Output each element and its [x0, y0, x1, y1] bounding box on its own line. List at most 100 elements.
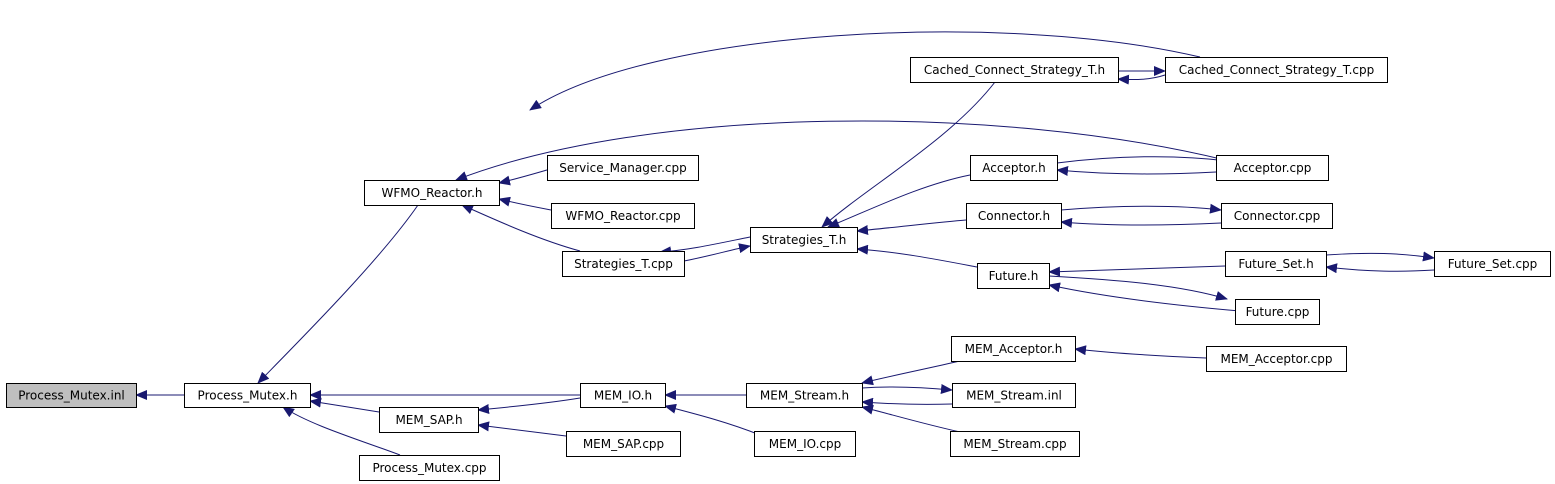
node-strategies-t-h[interactable]: Strategies_T.h — [750, 227, 858, 253]
node-cached-connect-strategy-t-h[interactable]: Cached_Connect_Strategy_T.h — [910, 57, 1119, 83]
edge-process-mutex-cpp-to-process-mutex-h — [282, 406, 401, 456]
node-label: Connector.cpp — [1234, 209, 1320, 223]
node-label: Future_Set.h — [1238, 257, 1313, 271]
node-box — [6, 383, 137, 408]
node-box — [562, 251, 685, 277]
node-connector-h[interactable]: Connector.h — [966, 203, 1062, 229]
node-wfmo-reactor-cpp[interactable]: WFMO_Reactor.cpp — [551, 203, 695, 229]
node-mem-acceptor-h[interactable]: MEM_Acceptor.h — [951, 336, 1076, 362]
node-box — [951, 336, 1076, 362]
edge-mem-acceptor-cpp-to-mem-acceptor-h — [1074, 345, 1207, 359]
node-mem-acceptor-cpp[interactable]: MEM_Acceptor.cpp — [1206, 346, 1347, 372]
edge-wfmo-reactor-h-to-process-mutex-h — [257, 204, 419, 384]
node-process-mutex-inl[interactable]: Process_Mutex.inl — [6, 383, 137, 408]
node-mem-stream-h[interactable]: MEM_Stream.h — [746, 383, 863, 408]
node-process-mutex-cpp[interactable]: Process_Mutex.cpp — [359, 455, 500, 481]
node-mem-stream-inl[interactable]: MEM_Stream.inl — [952, 383, 1076, 408]
node-label: MEM_SAP.cpp — [583, 437, 664, 451]
node-mem-sap-cpp[interactable]: MEM_SAP.cpp — [566, 431, 681, 457]
edges-layer — [135, 31, 1435, 456]
node-future-set-cpp[interactable]: Future_Set.cpp — [1434, 251, 1551, 277]
node-label: MEM_Stream.inl — [966, 389, 1062, 403]
node-label: Connector.h — [978, 209, 1050, 223]
node-label: Acceptor.h — [982, 161, 1046, 175]
node-box — [566, 431, 681, 457]
edge-connector-cpp-to-connector-h — [1060, 217, 1222, 228]
node-label: Future.cpp — [1246, 305, 1310, 319]
node-label: WFMO_Reactor.h — [382, 186, 483, 200]
node-label: MEM_Acceptor.cpp — [1220, 352, 1332, 366]
edge-mem-stream-cpp-to-mem-stream-h — [861, 404, 961, 433]
node-cached-connect-strategy-t-cpp[interactable]: Cached_Connect_Strategy_T.cpp — [1165, 57, 1388, 83]
edge-connector-h-to-connector-cpp — [1060, 203, 1222, 214]
edge-future-set-h-to-future-h — [1048, 265, 1226, 277]
node-box — [966, 203, 1062, 229]
node-future-cpp[interactable]: Future.cpp — [1235, 299, 1320, 325]
node-future-set-h[interactable]: Future_Set.h — [1225, 251, 1327, 277]
node-process-mutex-h[interactable]: Process_Mutex.h — [184, 383, 311, 408]
node-connector-cpp[interactable]: Connector.cpp — [1221, 203, 1333, 229]
edge-mem-acceptor-h-to-mem-stream-h — [861, 360, 961, 386]
edge-mem-stream-h-to-mem-stream-inl — [861, 383, 953, 394]
node-label: MEM_IO.h — [594, 389, 652, 403]
edge-future-set-cpp-to-future-set-h — [1325, 263, 1435, 274]
edge-mem-sap-cpp-to-mem-sap-h — [477, 421, 567, 437]
node-acceptor-h[interactable]: Acceptor.h — [970, 155, 1058, 181]
edge-mem-io-h-to-mem-sap-h — [477, 397, 581, 414]
node-label: MEM_Stream.h — [760, 389, 849, 403]
node-box — [1165, 57, 1388, 83]
node-label: Cached_Connect_Strategy_T.h — [924, 63, 1105, 77]
node-label: Future.h — [989, 269, 1039, 283]
edge-connector-h-to-strategies-t-h — [856, 219, 967, 235]
node-box — [952, 383, 1076, 408]
node-service-manager-cpp[interactable]: Service_Manager.cpp — [547, 155, 699, 181]
node-mem-io-h[interactable]: MEM_IO.h — [580, 383, 666, 408]
edge-acceptor-cpp-to-wfmo-reactor-h — [455, 120, 1226, 181]
node-acceptor-cpp[interactable]: Acceptor.cpp — [1216, 155, 1329, 181]
node-mem-sap-h[interactable]: MEM_SAP.h — [379, 407, 479, 433]
edge-strategies-t-h-to-strategies-t-cpp — [659, 236, 751, 257]
edge-strategies-t-cpp-to-strategies-t-h — [683, 243, 751, 262]
node-label: WFMO_Reactor.cpp — [565, 209, 680, 223]
node-label: Process_Mutex.cpp — [372, 461, 486, 475]
node-label: Strategies_T.h — [762, 233, 847, 247]
node-future-h[interactable]: Future.h — [977, 263, 1050, 289]
edge-future-h-to-future-cpp — [1048, 275, 1228, 301]
node-box — [1225, 251, 1327, 277]
node-label: MEM_Stream.cpp — [963, 437, 1066, 451]
nodes-layer: Process_Mutex.inl Process_Mutex.h WFMO_Rea… — [6, 57, 1551, 481]
node-wfmo-reactor-h[interactable]: WFMO_Reactor.h — [364, 180, 500, 206]
edge-acceptor-h-to-strategies-t-h — [827, 174, 971, 228]
node-label: Process_Mutex.h — [198, 389, 298, 403]
edge-mem-io-cpp-to-mem-io-h — [664, 403, 761, 436]
node-label: MEM_SAP.h — [395, 413, 462, 427]
edge-future-h-to-strategies-t-h — [856, 244, 978, 268]
edge-service-manager-cpp-to-wfmo-reactor-h — [498, 169, 548, 186]
edge-cached-connect-strategy-t-h-to-strategies-t-h — [821, 81, 996, 228]
edge-cached-connect-strategy-t-cpp-to-cached-connect-strategy-t-h — [1117, 74, 1166, 85]
node-label: MEM_Acceptor.h — [965, 342, 1063, 356]
node-box — [750, 227, 858, 253]
node-box — [551, 203, 695, 229]
node-box — [1216, 155, 1329, 181]
node-box — [359, 455, 500, 481]
node-box — [950, 431, 1080, 457]
edge-mem-sap-h-to-process-mutex-h — [309, 397, 380, 413]
edge-mem-stream-inl-to-mem-stream-h — [861, 397, 953, 408]
node-strategies-t-cpp[interactable]: Strategies_T.cpp — [562, 251, 685, 277]
node-box — [580, 383, 666, 408]
node-label: Strategies_T.cpp — [574, 257, 673, 271]
node-box — [379, 407, 479, 433]
edge-future-cpp-to-future-h — [1048, 282, 1241, 312]
node-mem-io-cpp[interactable]: MEM_IO.cpp — [754, 431, 856, 457]
node-box — [364, 180, 500, 206]
node-box — [547, 155, 699, 181]
node-box — [970, 155, 1058, 181]
node-mem-stream-cpp[interactable]: MEM_Stream.cpp — [950, 431, 1080, 457]
node-label: Future_Set.cpp — [1448, 257, 1538, 271]
edge-acceptor-h-to-acceptor-cpp — [1056, 154, 1229, 165]
edge-cached-connect-strategy-t-cpp-to-wfmo-reactor-h — [529, 31, 1201, 111]
node-label: Cached_Connect_Strategy_T.cpp — [1179, 63, 1375, 77]
node-box — [1221, 203, 1333, 229]
